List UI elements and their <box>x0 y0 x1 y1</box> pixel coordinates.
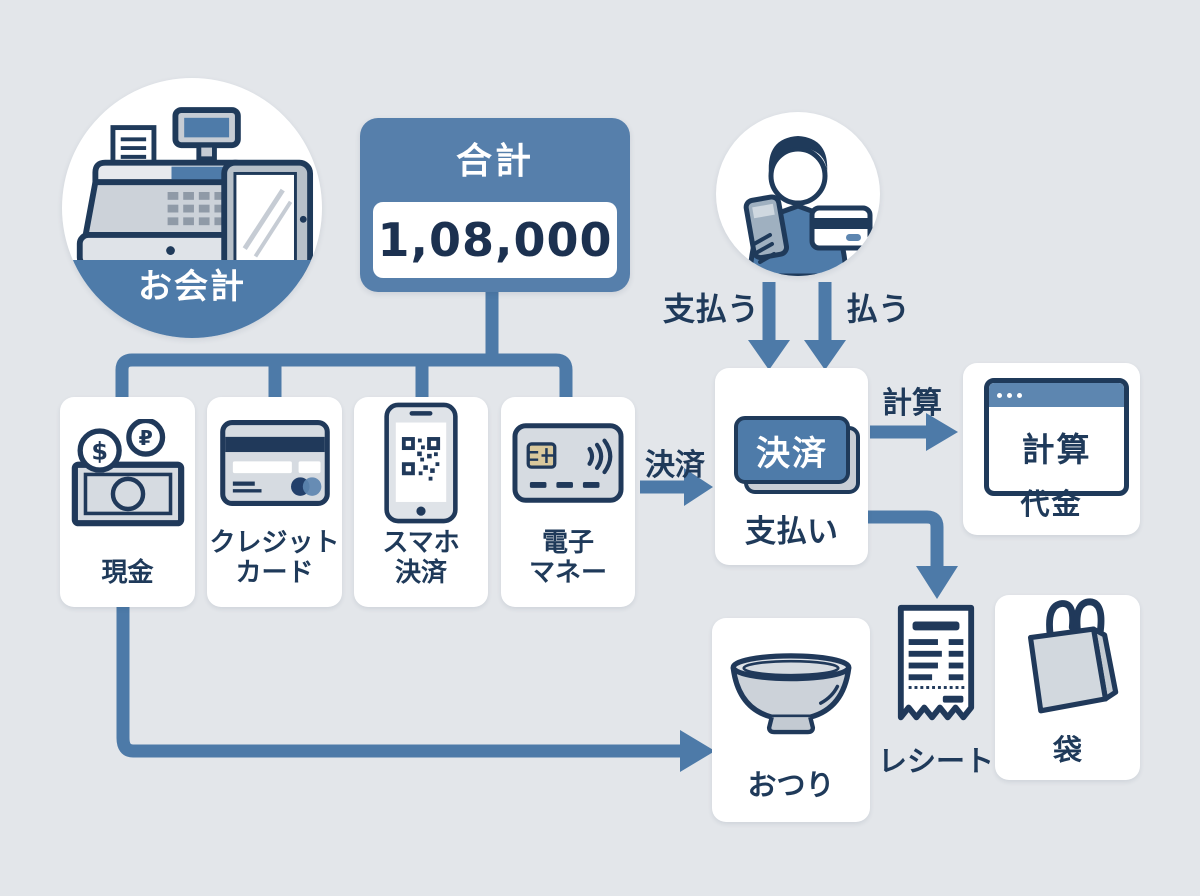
change-bowl-icon <box>712 618 870 762</box>
total-amount: 1,08,000 <box>377 213 613 267</box>
payment-card-label: 電子 マネー <box>528 528 607 589</box>
payment-card-label: クレジット カード <box>209 528 340 589</box>
checkout-badge-band <box>62 260 322 338</box>
total-amount-box: 1,08,000 <box>373 202 617 278</box>
settlement-box: 決済 支払い <box>715 368 868 565</box>
cash-icon: $ ₽ <box>60 397 195 559</box>
payment-card-smartphone: スマホ 決済 <box>354 397 488 607</box>
change-arrowhead <box>680 730 715 772</box>
settle-to-receipt-line <box>866 510 944 568</box>
receipt-arrowhead <box>916 566 958 599</box>
browser-window-title: 計算 <box>1021 429 1092 469</box>
pay-arrowhead-right <box>804 340 846 370</box>
change-box: おつり <box>712 618 870 822</box>
customer-phone-card-icon <box>743 136 873 276</box>
smartphone-qr-icon <box>354 397 488 529</box>
pay-label-right: 払う <box>846 290 911 328</box>
settlement-caption: 支払い <box>745 514 838 550</box>
bag-label: 袋 <box>1052 733 1082 767</box>
payment-card-label: スマホ 決済 <box>382 528 460 589</box>
customer-avatar <box>716 112 880 276</box>
svg-text:$: $ <box>91 437 108 465</box>
calculation-box: 計算 代金 <box>963 363 1140 535</box>
payment-card-cash: $ ₽ 現金 <box>60 397 195 607</box>
ic-card-icon <box>501 397 635 529</box>
shopping-bag-icon <box>995 595 1140 727</box>
pay-arrowhead-left <box>748 340 790 370</box>
payment-card-emoney: 電子 マネー <box>501 397 635 607</box>
receipt: レシート <box>878 602 994 780</box>
svg-text:₽: ₽ <box>138 426 152 450</box>
browser-titlebar <box>989 383 1124 407</box>
credit-card-in-hand-icon <box>809 205 873 251</box>
settle-button: 決済 <box>734 416 850 484</box>
change-label: おつり <box>747 768 835 802</box>
settle-arrow-label: 決済 <box>645 448 705 483</box>
checkout-badge: お会計 <box>62 78 322 338</box>
total-box: 合計 1,08,000 <box>360 118 630 292</box>
payment-card-credit: クレジット カード <box>207 397 342 607</box>
browser-window-icon: 計算 <box>984 378 1129 496</box>
cash-to-change-line <box>116 604 680 758</box>
pay-label-left: 支払う <box>663 290 760 328</box>
payment-card-label: 現金 <box>101 558 154 589</box>
methods-bar-line <box>115 353 573 398</box>
settle-arrowhead <box>684 468 713 506</box>
calculation-caption: 代金 <box>1020 487 1083 521</box>
credit-card-icon <box>207 397 342 529</box>
checkout-badge-label: お会計 <box>138 267 246 307</box>
receipt-icon <box>897 604 975 721</box>
total-title: 合計 <box>455 141 534 182</box>
calc-arrow-label: 計算 <box>882 386 942 421</box>
receipt-label: レシート <box>877 744 994 778</box>
calc-arrowhead <box>926 413 958 451</box>
bag-box: 袋 <box>995 595 1140 780</box>
cash-register-tablet-icon <box>76 107 314 279</box>
